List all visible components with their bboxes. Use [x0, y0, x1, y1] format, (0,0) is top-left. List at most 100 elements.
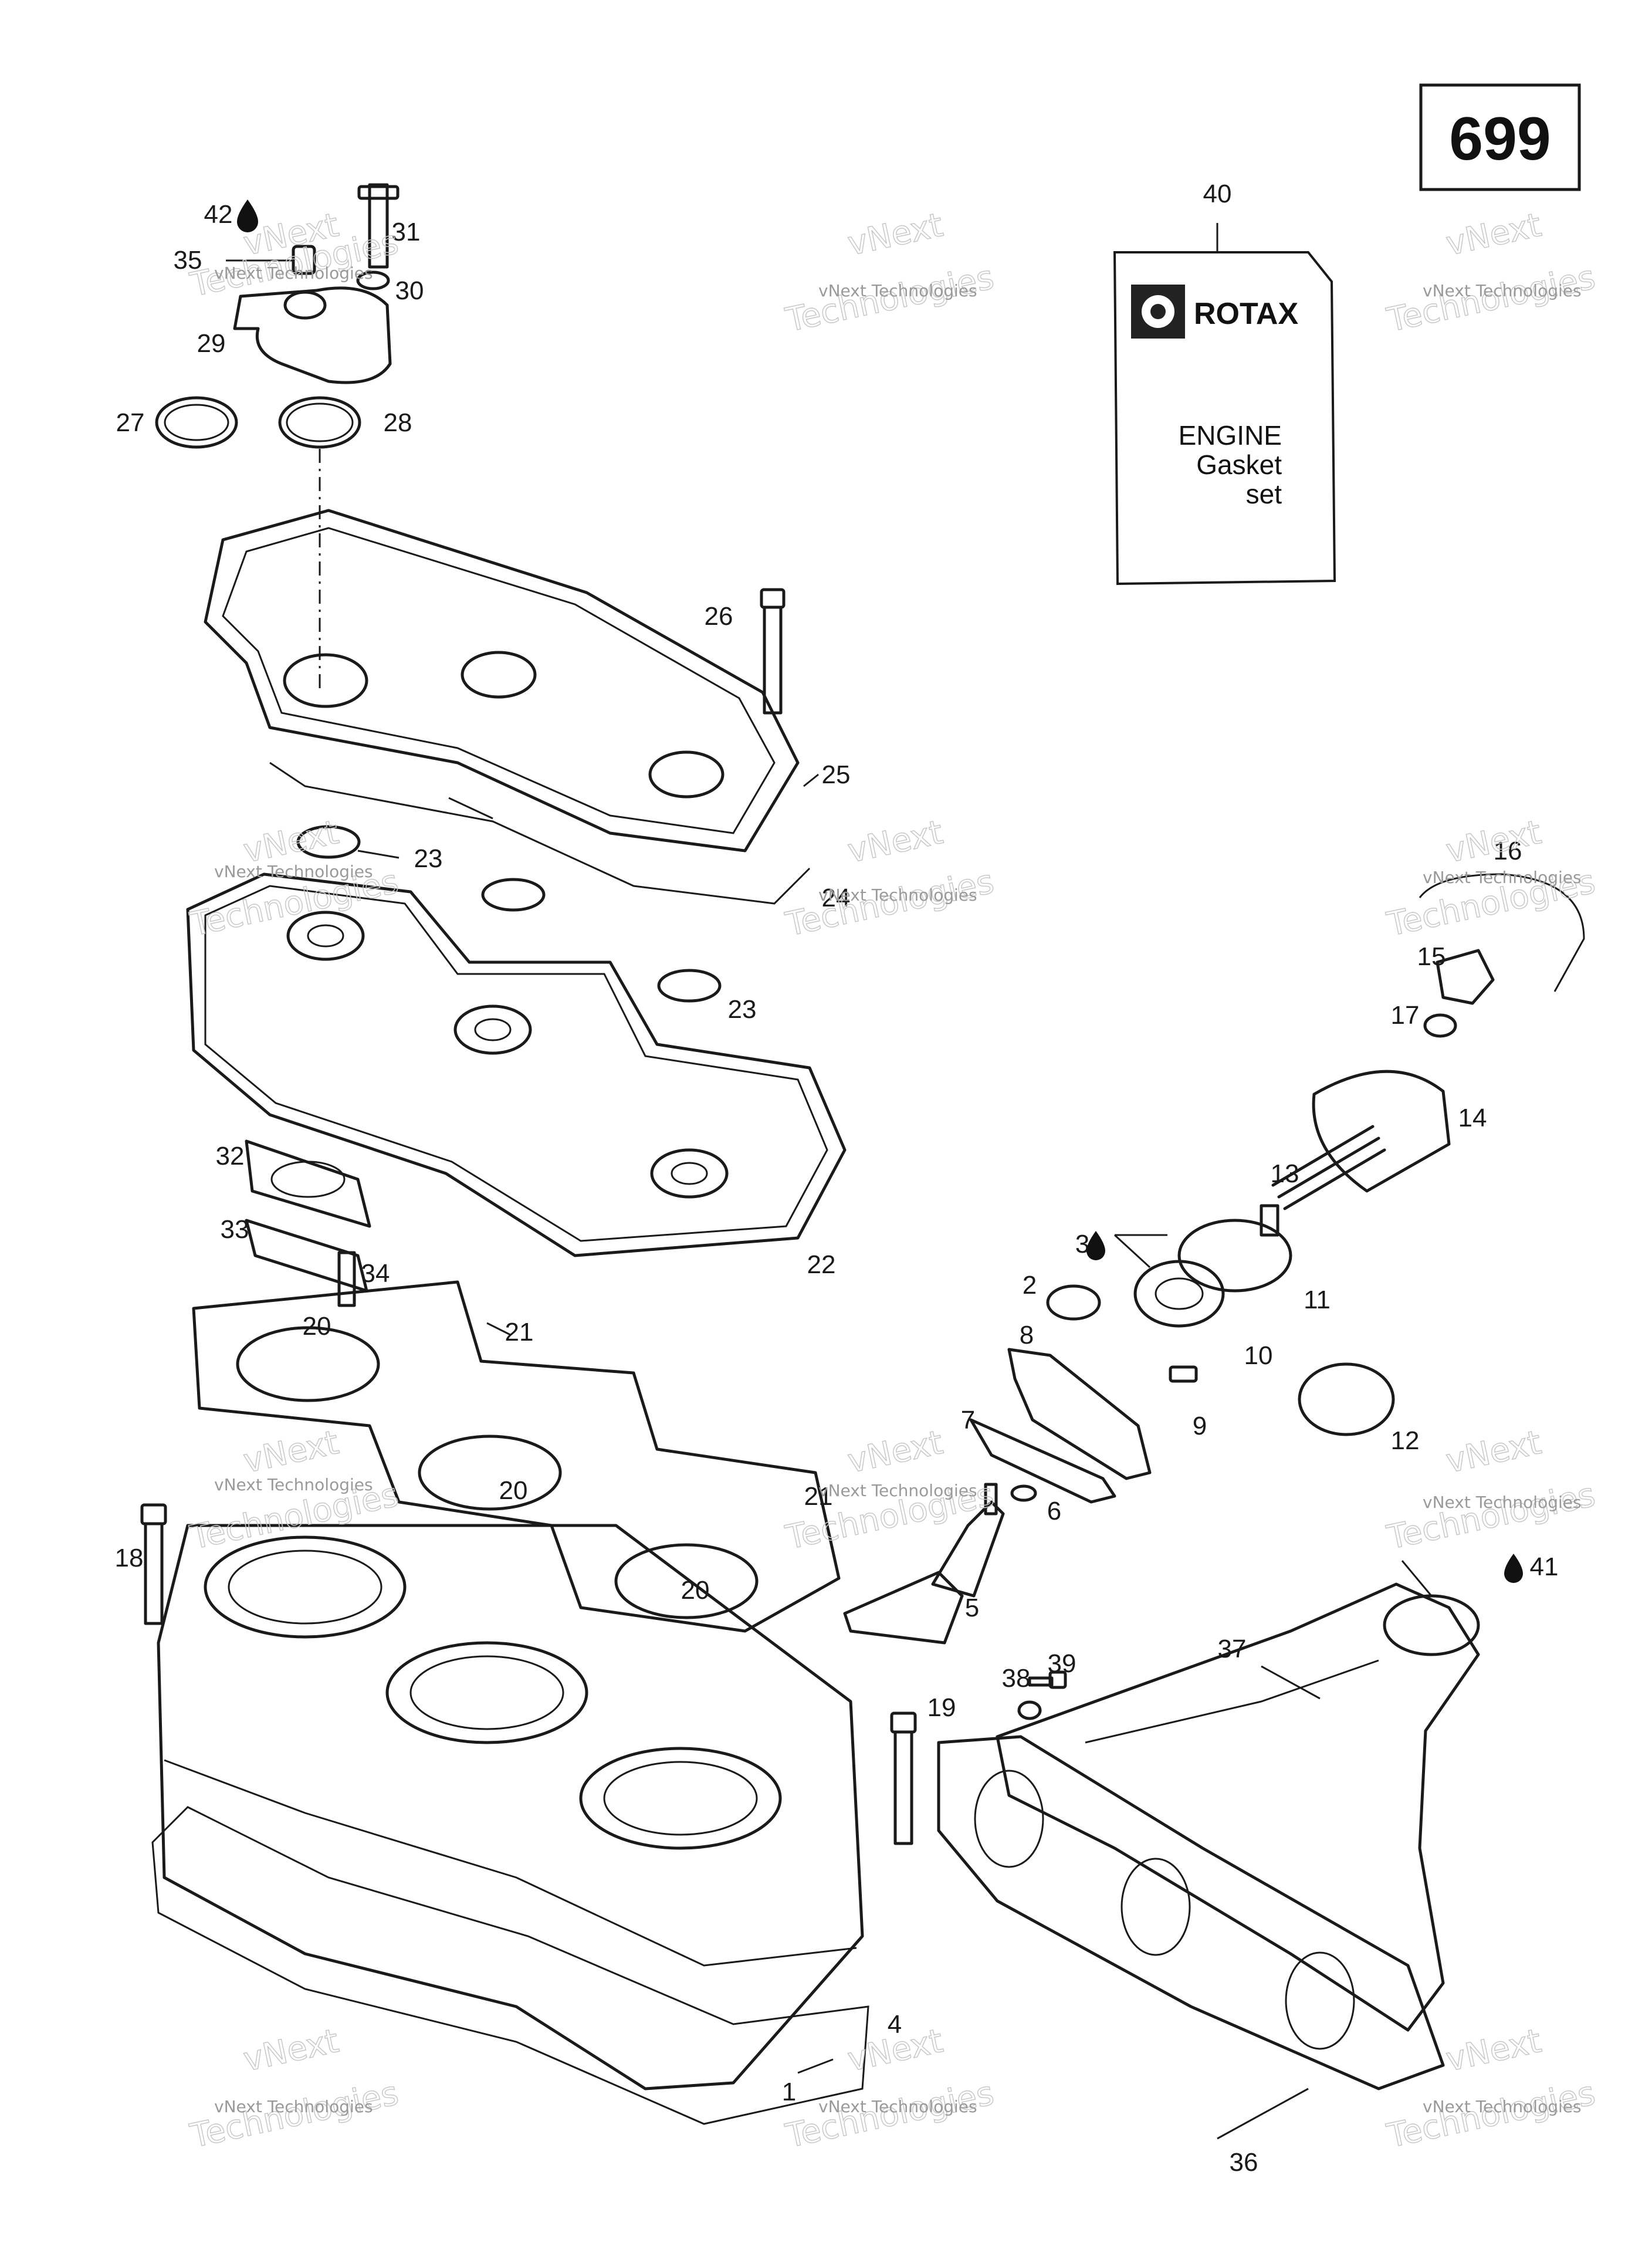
watermark-large: vNext — [1443, 1423, 1545, 1481]
water-outlet-assembly — [233, 183, 400, 384]
sealant-drop-icon — [1504, 1554, 1523, 1583]
callout-labels: 1 2 3 4 5 6 7 8 9 10 11 12 13 14 15 16 1… — [115, 180, 1559, 2177]
watermark-small: vNext Technologies — [818, 2097, 977, 2116]
callout-22: 22 — [807, 1250, 836, 1279]
watermark-small: vNext Technologies — [1423, 868, 1582, 887]
cylinder-head — [186, 872, 847, 1257]
callout-34: 34 — [361, 1259, 390, 1288]
callout-27: 27 — [116, 408, 145, 437]
o-ring-23c — [657, 969, 722, 1003]
watermark-small: vNext Technologies — [1423, 1493, 1582, 1512]
watermark-large: vNext — [240, 2022, 342, 2079]
watermark-large: vNext — [844, 206, 946, 263]
manual-line-3: set — [1246, 479, 1282, 509]
callout-20c: 20 — [681, 1576, 710, 1605]
o-ring-23a — [296, 825, 361, 859]
watermark-large: vNext — [844, 813, 946, 871]
watermark-large: Technologies — [1383, 1476, 1598, 1557]
sealant-drop-icon — [1086, 1231, 1105, 1260]
watermark-small: vNext Technologies — [214, 1475, 373, 1494]
manual-line-2: Gasket — [1196, 449, 1282, 480]
callout-10: 10 — [1244, 1341, 1273, 1370]
callout-29: 29 — [197, 329, 226, 358]
callout-39: 39 — [1048, 1649, 1076, 1678]
callout-20b: 20 — [499, 1476, 528, 1505]
callout-5: 5 — [965, 1594, 979, 1622]
callout-40: 40 — [1203, 180, 1232, 208]
watermark-small: vNext Technologies — [818, 1481, 977, 1500]
callout-21a: 21 — [505, 1318, 534, 1347]
manual-line-1: ENGINE — [1179, 420, 1282, 451]
callout-28: 28 — [384, 408, 412, 437]
callout-7: 7 — [961, 1406, 975, 1435]
callout-38: 38 — [1002, 1664, 1031, 1693]
watermark-small: vNext Technologies — [818, 281, 977, 300]
callout-2: 2 — [1023, 1271, 1037, 1300]
watermark-small: vNext Technologies — [214, 862, 373, 881]
callout-18: 18 — [115, 1544, 144, 1572]
watermark-small: vNext Technologies — [214, 263, 373, 283]
callout-9: 9 — [1193, 1412, 1207, 1440]
callout-23a: 23 — [414, 844, 443, 873]
watermark-large: vNext — [844, 2022, 946, 2079]
cover-plate-32-33 — [245, 1139, 371, 1293]
callout-15: 15 — [1417, 942, 1446, 971]
callout-8: 8 — [1020, 1321, 1034, 1349]
callout-11: 11 — [1304, 1286, 1331, 1314]
cylinder-head-cover — [204, 509, 811, 905]
callout-25: 25 — [822, 760, 851, 789]
watermark-small: vNext Technologies — [214, 2097, 373, 2116]
watermark-large: vNext — [1443, 206, 1545, 263]
callout-41: 41 — [1530, 1552, 1559, 1581]
cylinder-block — [157, 1524, 864, 2090]
callout-17: 17 — [1391, 1001, 1420, 1030]
callout-4: 4 — [888, 2010, 902, 2039]
page-number-box: 699 — [1419, 83, 1581, 191]
callout-23b: 23 — [728, 995, 757, 1024]
callout-26: 26 — [705, 602, 733, 631]
o-rings-27-28 — [155, 396, 361, 449]
callout-1: 1 — [782, 2078, 796, 2106]
watermark-large: vNext — [240, 1423, 342, 1481]
callout-42: 42 — [204, 200, 233, 229]
callout-6: 6 — [1047, 1497, 1061, 1525]
callout-21b: 21 — [804, 1482, 833, 1511]
manual-brand: ROTAX — [1194, 297, 1298, 331]
callout-14: 14 — [1458, 1104, 1487, 1132]
callout-33: 33 — [221, 1215, 249, 1244]
callout-31: 31 — [392, 218, 421, 246]
callout-13: 13 — [1271, 1159, 1299, 1188]
callout-24: 24 — [822, 884, 851, 912]
rave-valve-assembly — [1133, 873, 1585, 1436]
bolt-26 — [760, 588, 786, 715]
callout-12: 12 — [1391, 1426, 1420, 1455]
watermark-small: vNext Technologies — [818, 885, 977, 905]
callout-30: 30 — [395, 276, 424, 305]
callout-20a: 20 — [303, 1312, 331, 1341]
watermark-small: vNext Technologies — [1423, 2097, 1582, 2116]
gasket-set-manual: ROTAX ENGINE Gasket set — [1113, 251, 1336, 586]
watermark-large: vNext — [844, 1423, 946, 1481]
stud-34 — [337, 1251, 356, 1307]
o-ring-23b — [481, 878, 546, 912]
callout-16: 16 — [1494, 837, 1522, 865]
head-gasket — [192, 1280, 841, 1633]
page-number: 699 — [1449, 105, 1551, 173]
sealant-drop-icon — [237, 199, 258, 232]
bolt-18 — [140, 1503, 167, 1625]
watermark-large: vNext — [1443, 2022, 1545, 2079]
exhaust-gasket — [937, 1735, 1445, 2090]
callout-32: 32 — [216, 1142, 245, 1171]
leader-lines — [226, 223, 1433, 2140]
valve-cover-assembly — [969, 1284, 1198, 1504]
callout-19: 19 — [927, 1693, 956, 1722]
callout-37: 37 — [1218, 1635, 1247, 1663]
bolt-19 — [890, 1711, 917, 1845]
base-gasket — [151, 1806, 869, 2125]
rotary-valve-shaft — [843, 1483, 1005, 1645]
watermark-small: vNext Technologies — [1423, 281, 1582, 300]
callout-35: 35 — [174, 246, 202, 275]
stud-38-39 — [1017, 1670, 1067, 1720]
